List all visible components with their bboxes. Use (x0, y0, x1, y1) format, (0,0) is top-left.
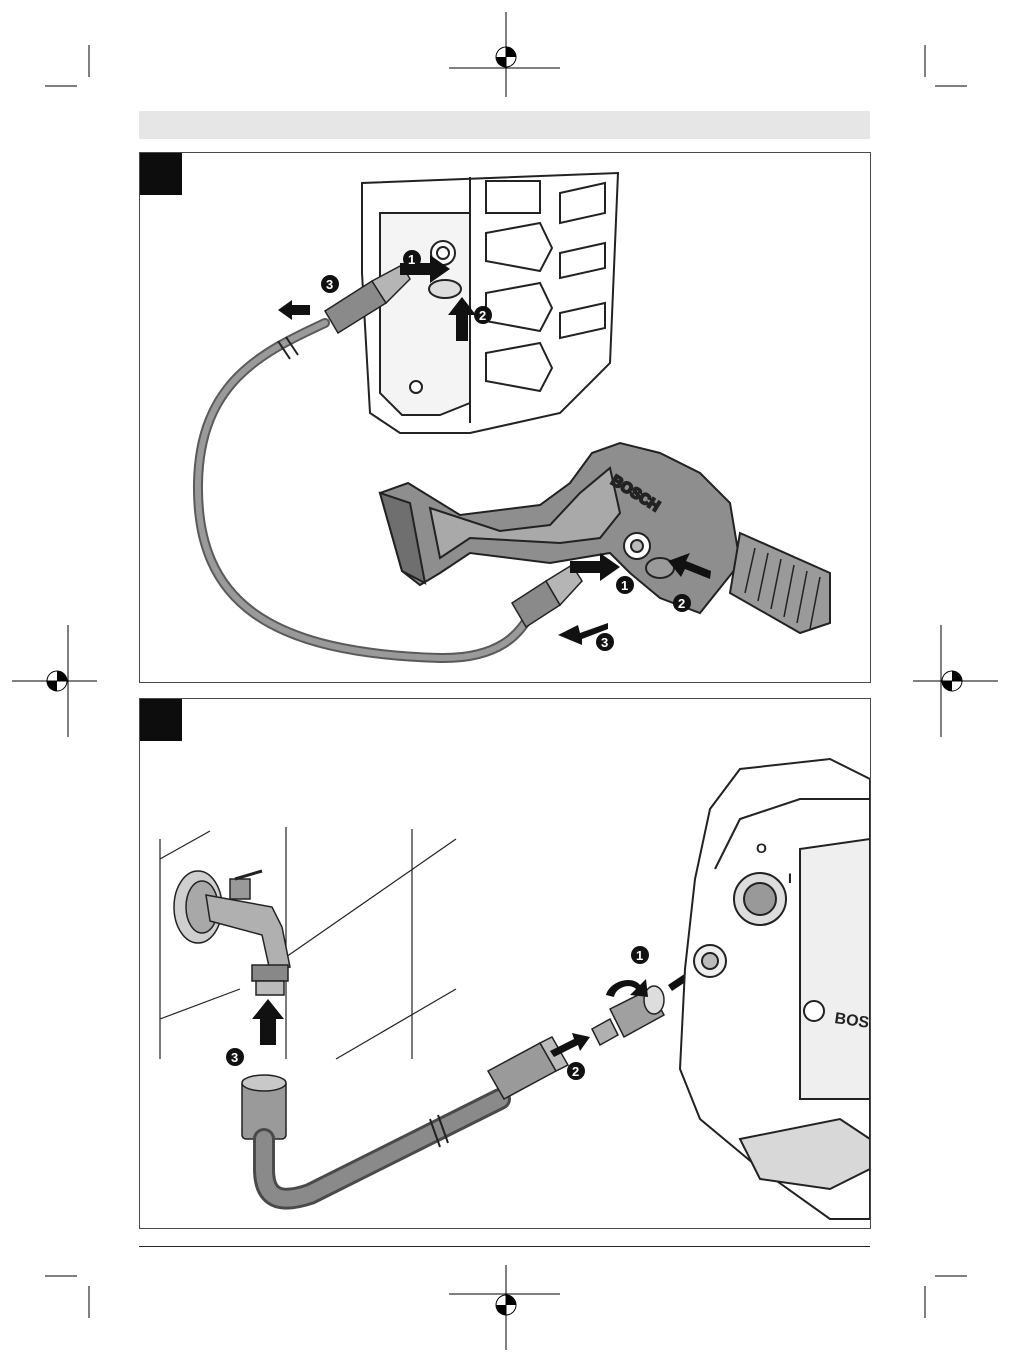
lower-hose-connector (512, 565, 582, 627)
switch-off-label: O (756, 840, 767, 856)
svg-text:2: 2 (479, 308, 486, 323)
svg-text:3: 3 (231, 1050, 238, 1065)
pressure-washer-housing (362, 173, 618, 433)
footer-rule (139, 1246, 870, 1247)
svg-text:1: 1 (408, 252, 415, 267)
svg-text:1: 1 (621, 578, 628, 593)
switch-on-label: I (788, 870, 792, 886)
svg-text:3: 3 (326, 277, 333, 292)
svg-text:2: 2 (678, 596, 685, 611)
water-tap (174, 871, 290, 995)
machine-adapter (592, 986, 664, 1045)
figure-a-panel: BOSCH 1 2 (139, 152, 871, 683)
quick-connector (488, 1037, 568, 1099)
figure-b-illustration: 3 2 1 (140, 699, 870, 1228)
spray-gun: BOSCH (380, 443, 830, 633)
tiled-wall (160, 827, 456, 1059)
svg-text:2: 2 (572, 1064, 579, 1079)
figure-a-illustration: BOSCH 1 2 (140, 153, 870, 682)
page-header-bar (139, 111, 870, 139)
svg-text:1: 1 (636, 948, 643, 963)
svg-text:3: 3 (601, 635, 608, 650)
pressure-washer-front (680, 759, 870, 1219)
figure-b-panel: 3 2 1 (139, 698, 871, 1229)
